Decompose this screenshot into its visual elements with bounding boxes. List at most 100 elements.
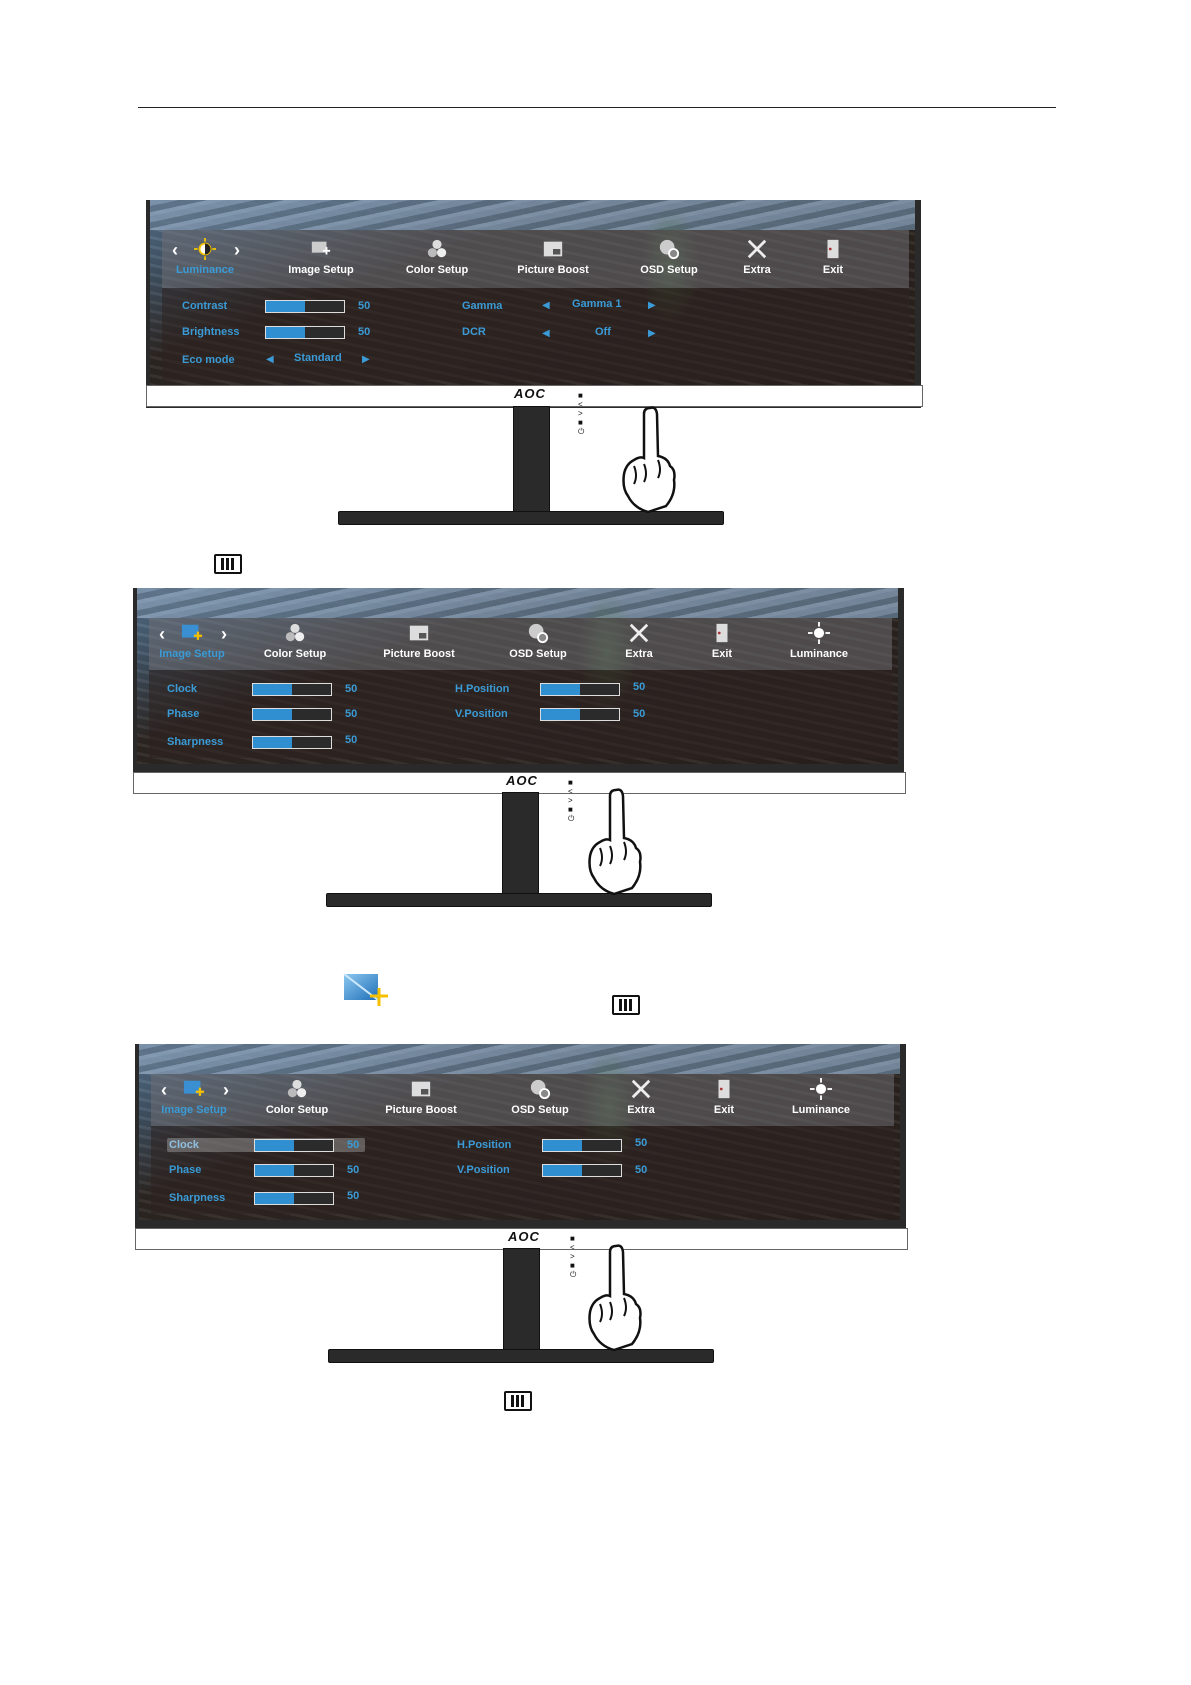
tab-luminance[interactable]: Luminance bbox=[150, 238, 260, 276]
tab-image-setup[interactable]: Image Setup bbox=[266, 238, 376, 276]
tab-label: Extra bbox=[627, 1104, 655, 1116]
tab-label: Luminance bbox=[175, 264, 235, 276]
tab-image-setup[interactable]: Image Setup bbox=[137, 622, 247, 660]
tab-luminance[interactable]: Luminance bbox=[764, 622, 874, 660]
item-value: 50 bbox=[633, 681, 646, 693]
tab-picture-boost[interactable]: Picture Boost bbox=[366, 1078, 476, 1116]
tab-label: Exit bbox=[713, 1104, 735, 1116]
exit-door-icon bbox=[718, 1079, 730, 1099]
item-label-h-position: H.Position bbox=[455, 683, 510, 695]
h-position-slider[interactable] bbox=[542, 1139, 622, 1152]
contrast-slider[interactable] bbox=[265, 300, 345, 313]
brightness-slider[interactable] bbox=[265, 326, 345, 339]
bezel-buttons[interactable]: ■ < > ■ ⏻ bbox=[568, 778, 589, 823]
osd-setup-icon bbox=[530, 1079, 551, 1100]
tab-extra[interactable]: Extra bbox=[702, 238, 812, 276]
pointing-hand-icon bbox=[588, 788, 642, 896]
item-value: 50 bbox=[345, 734, 358, 746]
osd-menu-bar bbox=[162, 230, 909, 288]
chevron-left-icon[interactable]: ‹ bbox=[159, 624, 165, 644]
osd-menu-bar bbox=[151, 1074, 894, 1126]
image-setup-icon bbox=[343, 973, 388, 1006]
tab-label: Color Setup bbox=[405, 264, 469, 276]
picture-boost-icon bbox=[543, 241, 563, 257]
clock-slider[interactable] bbox=[252, 683, 332, 696]
header-rule bbox=[138, 107, 1056, 108]
v-position-slider[interactable] bbox=[540, 708, 620, 721]
tab-color-setup[interactable]: Color Setup bbox=[382, 238, 492, 276]
tab-label: Luminance bbox=[791, 1104, 851, 1116]
triangle-right-icon[interactable]: ▶ bbox=[362, 354, 370, 365]
triangle-right-icon[interactable]: ▶ bbox=[648, 300, 656, 311]
tab-label: Color Setup bbox=[263, 648, 327, 660]
tab-osd-setup[interactable]: OSD Setup bbox=[614, 238, 724, 276]
item-value: 50 bbox=[358, 300, 371, 312]
tab-picture-boost[interactable]: Picture Boost bbox=[364, 622, 474, 660]
monitor-base bbox=[338, 511, 724, 525]
tab-label: Picture Boost bbox=[517, 264, 589, 276]
tab-extra[interactable]: Extra bbox=[584, 622, 694, 660]
chevron-right-icon[interactable]: › bbox=[221, 624, 227, 644]
phase-slider[interactable] bbox=[252, 708, 332, 721]
item-label-v-position: V.Position bbox=[455, 708, 508, 720]
sharpness-slider[interactable] bbox=[252, 736, 332, 749]
tab-exit[interactable]: Exit bbox=[669, 1078, 779, 1116]
item-label-sharpness: Sharpness bbox=[167, 736, 224, 748]
chevron-right-icon[interactable]: › bbox=[223, 1080, 229, 1100]
sun-icon bbox=[194, 238, 216, 260]
image-setup-icon bbox=[181, 624, 203, 640]
tab-color-setup[interactable]: Color Setup bbox=[240, 622, 350, 660]
tab-label: Extra bbox=[743, 264, 771, 276]
item-label-contrast: Contrast bbox=[182, 300, 228, 312]
phase-slider[interactable] bbox=[254, 1164, 334, 1177]
clock-slider[interactable] bbox=[254, 1139, 334, 1152]
tab-exit[interactable]: Exit bbox=[667, 622, 777, 660]
item-value: 50 bbox=[345, 683, 358, 695]
triangle-left-icon[interactable]: ◀ bbox=[542, 328, 550, 339]
bezel-buttons[interactable]: ■ < > ■ ⏻ bbox=[570, 1234, 591, 1279]
menu-key-icon bbox=[612, 995, 640, 1015]
h-position-slider[interactable] bbox=[540, 683, 620, 696]
item-label-h-position: H.Position bbox=[457, 1139, 512, 1151]
item-label-v-position: V.Position bbox=[457, 1164, 510, 1176]
gamma-value: Gamma 1 bbox=[572, 298, 622, 310]
tab-label: Image Setup bbox=[161, 1104, 227, 1116]
tab-extra[interactable]: Extra bbox=[586, 1078, 696, 1116]
item-label-clock: Clock bbox=[169, 1139, 199, 1151]
menu-key-icon bbox=[504, 1391, 532, 1411]
menu-key-icon bbox=[214, 554, 242, 574]
sun-icon bbox=[808, 622, 830, 644]
chevron-right-icon[interactable]: › bbox=[234, 240, 240, 260]
item-value: 50 bbox=[347, 1164, 360, 1176]
triangle-left-icon[interactable]: ◀ bbox=[266, 354, 274, 365]
osd-setup-icon bbox=[659, 239, 680, 260]
picture-boost-icon bbox=[411, 1081, 431, 1097]
item-value: 50 bbox=[635, 1137, 648, 1149]
picture-boost-icon bbox=[409, 625, 429, 641]
tab-picture-boost[interactable]: Picture Boost bbox=[498, 238, 608, 276]
triangle-left-icon[interactable]: ◀ bbox=[542, 300, 550, 311]
sharpness-slider[interactable] bbox=[254, 1192, 334, 1205]
triangle-right-icon[interactable]: ▶ bbox=[648, 328, 656, 339]
monitor-base bbox=[328, 1349, 714, 1363]
color-setup-icon bbox=[287, 1079, 307, 1098]
item-value: 50 bbox=[347, 1139, 360, 1151]
chevron-left-icon[interactable]: ‹ bbox=[172, 240, 178, 260]
tab-osd-setup[interactable]: OSD Setup bbox=[485, 1078, 595, 1116]
tab-label: OSD Setup bbox=[511, 1104, 569, 1116]
tab-luminance[interactable]: Luminance bbox=[766, 1078, 876, 1116]
tab-label: Exit bbox=[711, 648, 733, 660]
exit-door-icon bbox=[827, 239, 839, 259]
tab-color-setup[interactable]: Color Setup bbox=[242, 1078, 352, 1116]
v-position-slider[interactable] bbox=[542, 1164, 622, 1177]
bezel-buttons[interactable]: ■ < > ■ ⏻ bbox=[578, 391, 599, 436]
item-label-phase: Phase bbox=[167, 708, 200, 720]
tab-label: OSD Setup bbox=[640, 264, 698, 276]
tab-exit[interactable]: Exit bbox=[778, 238, 888, 276]
chevron-left-icon[interactable]: ‹ bbox=[161, 1080, 167, 1100]
image-setup-icon bbox=[311, 241, 331, 255]
tab-osd-setup[interactable]: OSD Setup bbox=[483, 622, 593, 660]
tools-icon bbox=[631, 1079, 651, 1099]
tab-label: Exit bbox=[822, 264, 844, 276]
tab-image-setup[interactable]: Image Setup bbox=[139, 1078, 249, 1116]
